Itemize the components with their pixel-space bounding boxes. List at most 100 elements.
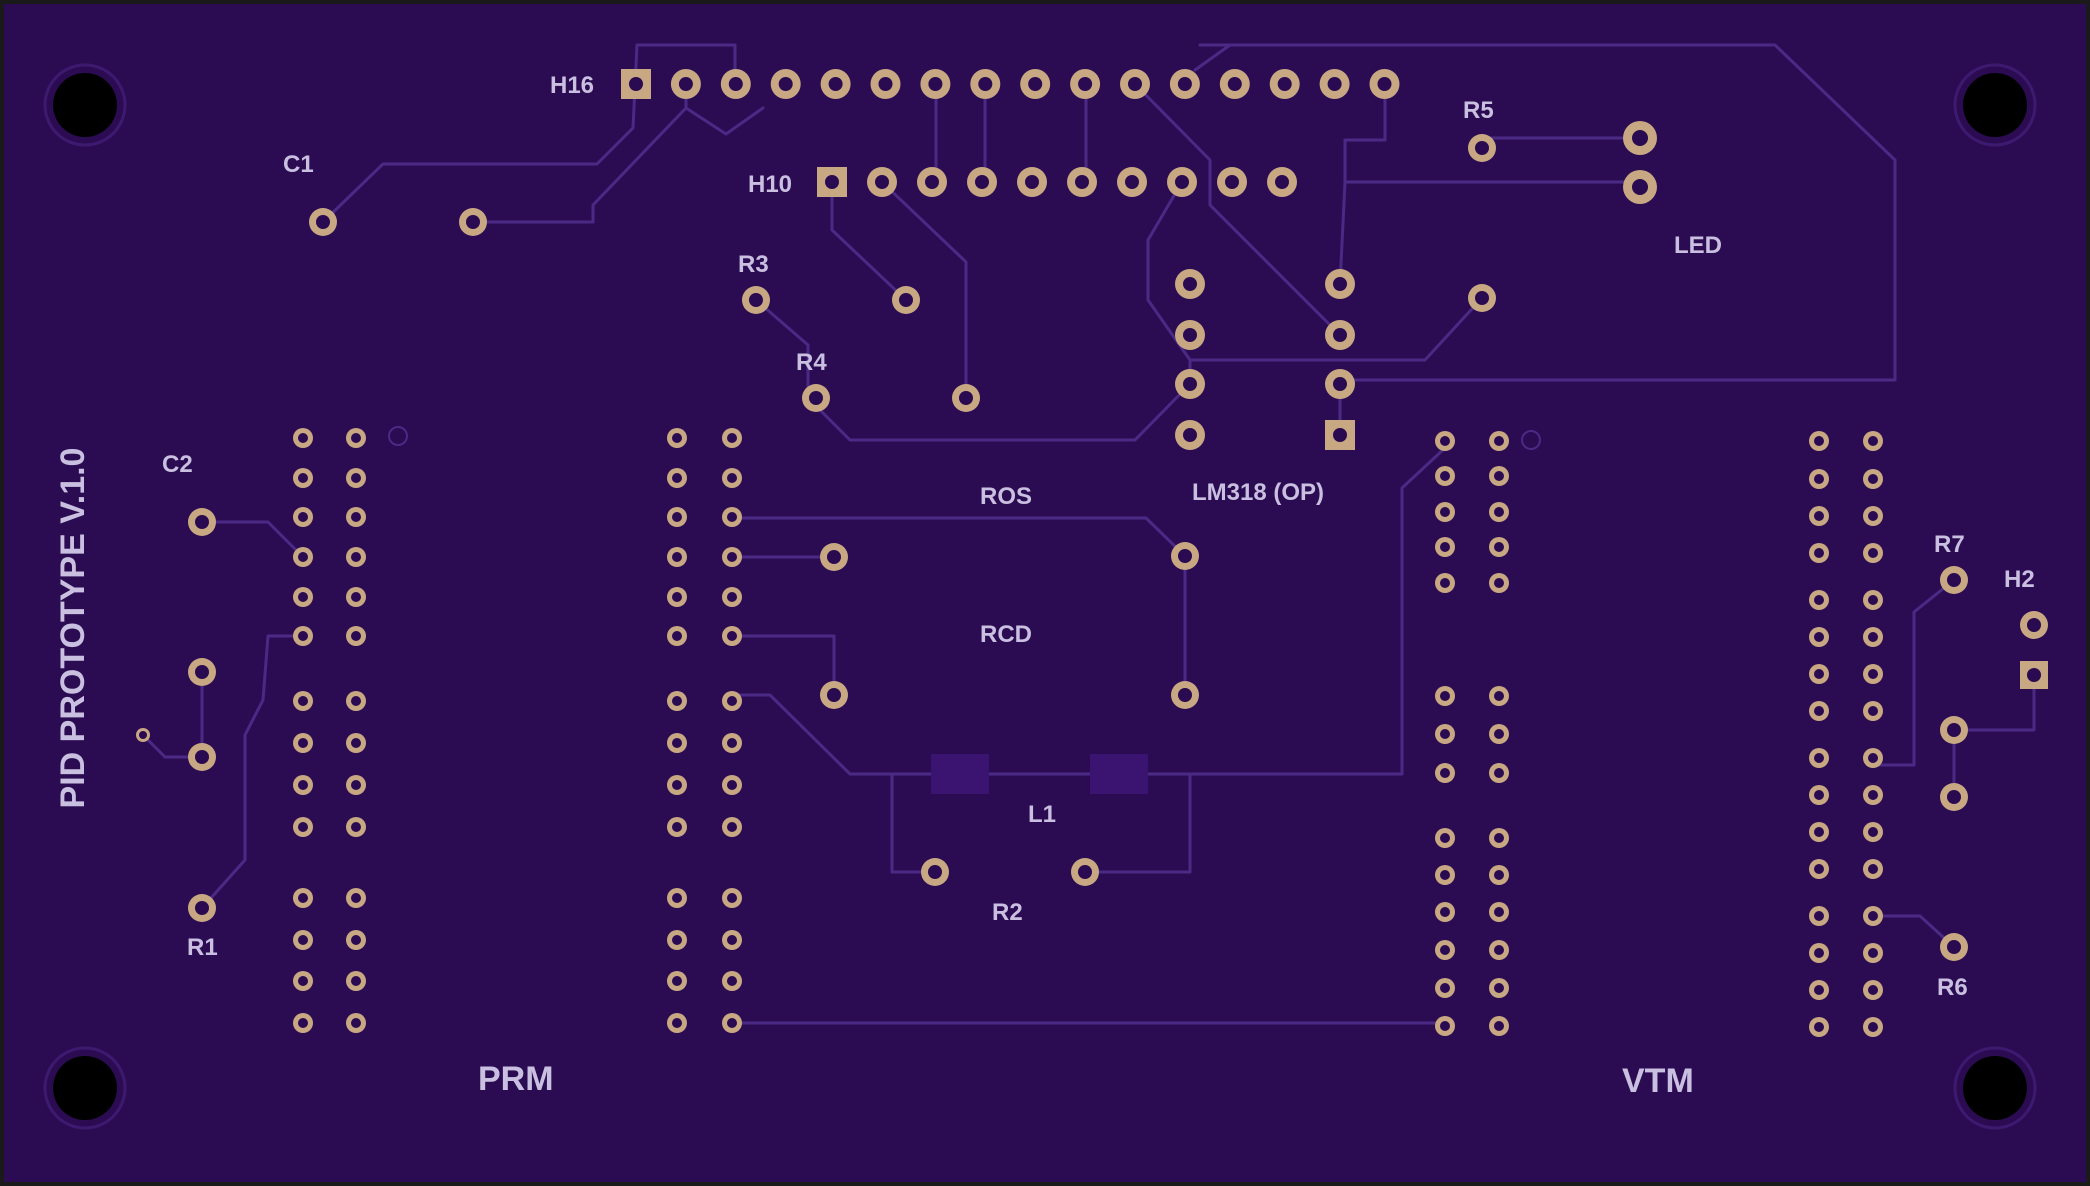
label-r4: R4 <box>796 349 827 376</box>
prm-left-pin-drill <box>351 738 361 748</box>
prm-left-pin-drill <box>298 780 308 790</box>
vtm-left-pin-drill <box>1494 870 1504 880</box>
component-pad-drill <box>1947 940 1961 954</box>
vtm-right-pin-drill <box>1868 511 1878 521</box>
prm-right-pin-drill <box>672 738 682 748</box>
h10-pin-drill <box>1275 175 1289 189</box>
prm-left-pin-drill <box>298 822 308 832</box>
prm-left-pin-drill <box>351 631 361 641</box>
mount-hole-icon <box>1953 1046 2037 1130</box>
prm-right-pin-drill <box>727 1018 737 1028</box>
vtm-left-pin-drill <box>1440 436 1450 446</box>
prm-right-pin-drill <box>727 893 737 903</box>
label-r5: R5 <box>1463 97 1494 124</box>
vtm-left-pin-drill <box>1440 507 1450 517</box>
vtm-left-pin-drill <box>1440 578 1450 588</box>
label-vtm: VTM <box>1622 1062 1694 1100</box>
prm-left-pin-drill <box>351 433 361 443</box>
component-pad-drill <box>1078 865 1092 879</box>
mount-hole-icon <box>1953 63 2037 147</box>
vtm-left-pin-drill <box>1440 983 1450 993</box>
h10-pin-drill <box>1225 175 1239 189</box>
label-r7: R7 <box>1934 531 1965 558</box>
vtm-left-pin-drill <box>1440 870 1450 880</box>
vtm-left-pin-drill <box>1494 833 1504 843</box>
vtm-left-pin-drill <box>1440 542 1450 552</box>
component-pad-drill <box>827 550 841 564</box>
prm-left-pin-drill <box>351 512 361 522</box>
prm-right-pin-drill <box>727 512 737 522</box>
prm-right-pin-drill <box>672 822 682 832</box>
vtm-right-pin-drill <box>1814 595 1824 605</box>
vtm-left-pin-drill <box>1440 768 1450 778</box>
vtm-right-pin-drill <box>1868 864 1878 874</box>
component-pad-drill <box>466 215 480 229</box>
vtm-right-pin-drill <box>1868 632 1878 642</box>
h16-pin-drill <box>1177 77 1192 91</box>
vtm-left-pin-drill <box>1440 471 1450 481</box>
label-h10: H10 <box>748 171 792 198</box>
vtm-left-pin-drill <box>1440 833 1450 843</box>
vtm-right-pin-drill <box>1868 1022 1878 1032</box>
h16-pin-drill <box>878 77 893 91</box>
component-pad-drill <box>959 391 973 405</box>
h16-pin-drill <box>1227 77 1242 91</box>
prm-right-pin-drill <box>672 552 682 562</box>
prm-left-pin-drill <box>351 935 361 945</box>
h16-pin-drill <box>1277 77 1292 91</box>
vtm-right-pin-drill <box>1814 1022 1824 1032</box>
mount-hole-icon <box>43 1046 127 1130</box>
lm318-pin-drill <box>1183 428 1197 442</box>
vtm-right-pin-drill <box>1868 827 1878 837</box>
prm-left-pin-drill <box>351 552 361 562</box>
prm-left-pin-drill <box>298 935 308 945</box>
prm-right-pin-drill <box>727 696 737 706</box>
vtm-right-pin-drill <box>1814 911 1824 921</box>
prm-right-pin-drill <box>727 976 737 986</box>
vtm-right-pin-drill <box>1868 790 1878 800</box>
vtm-right-pin-drill <box>1814 753 1824 763</box>
vtm-left-pin-drill <box>1494 542 1504 552</box>
lm318-pin-drill <box>1183 277 1197 291</box>
vtm-left-pin-drill <box>1494 436 1504 446</box>
prm-right-pin-drill <box>727 935 737 945</box>
prm-right-pin-drill <box>672 780 682 790</box>
component-pad-drill <box>316 215 330 229</box>
pad-layer <box>136 69 2048 1037</box>
component-pad-drill <box>1475 141 1489 155</box>
vtm-right-pin-drill <box>1868 436 1878 446</box>
h10-pin-drill <box>1075 175 1089 189</box>
mount-hole-icon <box>53 1056 117 1120</box>
component-pad-drill <box>195 750 209 764</box>
h10-pin-drill <box>875 175 889 189</box>
label-c1: C1 <box>283 151 314 178</box>
vtm-right-pin-drill <box>1814 436 1824 446</box>
mount-hole-icon <box>1963 1056 2027 1120</box>
component-pad-drill <box>809 391 823 405</box>
vtm-right-pin-drill <box>1868 548 1878 558</box>
h16-pin-drill <box>1327 77 1342 91</box>
prm-left-pin-drill <box>298 552 308 562</box>
component-pad-drill <box>1178 549 1192 563</box>
vtm-right-pin-drill <box>1814 864 1824 874</box>
component-pad-drill <box>1947 573 1961 587</box>
label-r1: R1 <box>187 934 218 961</box>
h10-pin-drill <box>1125 175 1139 189</box>
led-pad-drill <box>1632 130 1648 146</box>
trace-layer <box>141 43 2036 1025</box>
label-ros: ROS <box>980 483 1032 510</box>
vtm-right-pin-drill <box>1868 753 1878 763</box>
vtm-left-pin-drill <box>1440 1021 1450 1031</box>
vtm-left-pin-drill <box>1440 729 1450 739</box>
prm-left-pin-drill <box>298 512 308 522</box>
vtm-left-pin-drill <box>1494 691 1504 701</box>
prm-right-pin-drill <box>727 433 737 443</box>
h16-pin-drill <box>978 77 993 91</box>
vtm-left-pin-drill <box>1494 1021 1504 1031</box>
prm-left-pin-drill <box>298 738 308 748</box>
prm-right-pin-drill <box>727 780 737 790</box>
board-title: PID PROTOTYPE V.1.0 <box>54 448 92 809</box>
label-h16: H16 <box>550 72 594 99</box>
vtm-left-pin-drill <box>1494 729 1504 739</box>
